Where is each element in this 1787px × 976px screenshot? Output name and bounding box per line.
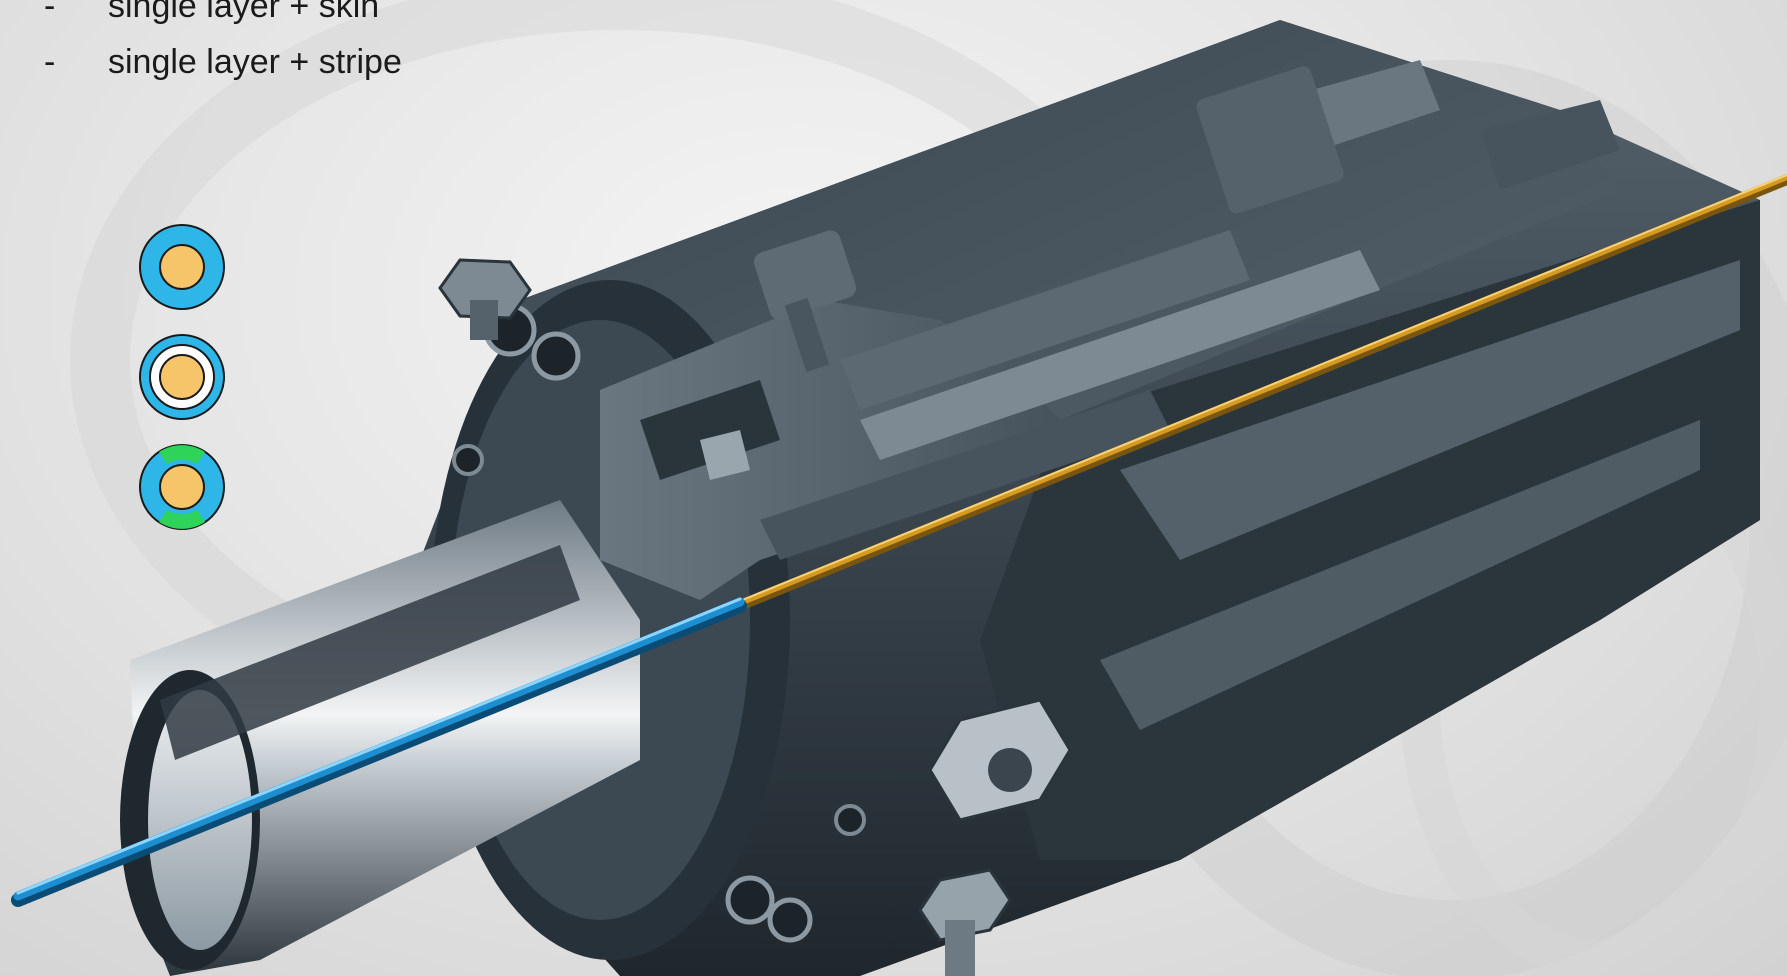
bullet-text: single layer + skin — [108, 0, 380, 25]
bullet-text: single layer + stripe — [108, 42, 402, 81]
wire-coated — [11, 597, 747, 907]
bullet-dash: - — [44, 42, 56, 81]
core — [159, 464, 205, 510]
core — [159, 244, 205, 290]
core — [159, 354, 205, 400]
die-cross-section — [600, 60, 1620, 600]
bullet-item-skin: - single layer + skin — [44, 0, 402, 34]
single-layer-icon — [139, 224, 225, 310]
single-layer-skin-icon — [139, 334, 225, 420]
cross-section-legend — [137, 222, 229, 552]
bullet-dash: - — [44, 0, 56, 25]
wire-bare — [735, 174, 1787, 611]
stripe-bottom — [159, 510, 205, 529]
hex-bolts — [438, 258, 1072, 976]
bullet-list: - single layer + skin - single layer + s… — [44, 0, 402, 90]
stripe-top — [159, 445, 205, 464]
single-layer-stripe-icon — [139, 444, 225, 530]
bullet-item-stripe: - single layer + stripe — [44, 34, 402, 90]
